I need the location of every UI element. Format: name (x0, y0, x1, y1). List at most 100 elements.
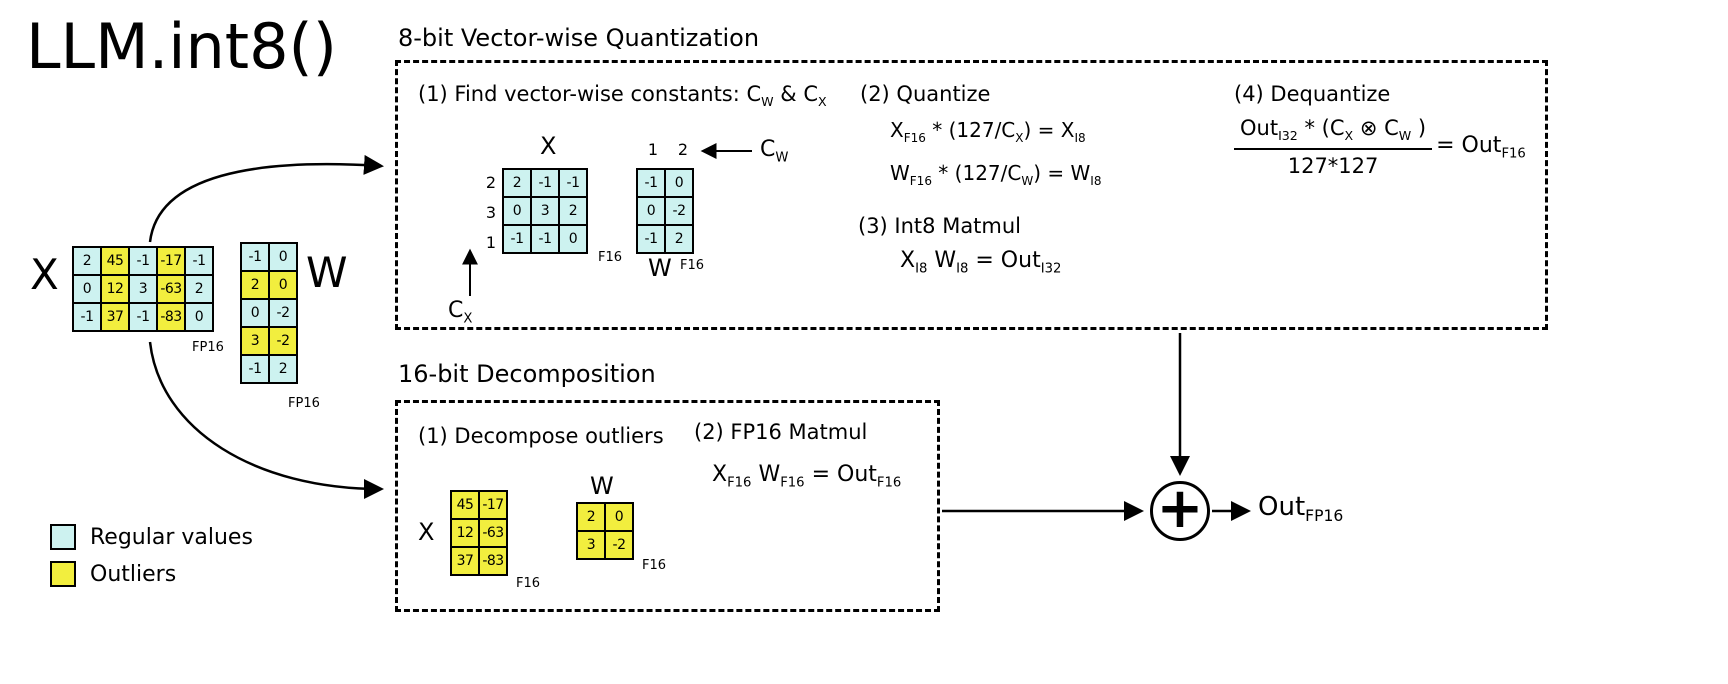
outlier-cell: 37 (452, 548, 480, 576)
quantize-w-formula: WF16 * (127/CW) = WI8 (890, 161, 1102, 188)
regular-cell: 0 (270, 244, 298, 272)
outlier-cell: -83 (480, 548, 508, 576)
regular-cell: 2 (666, 226, 694, 254)
regular-cell: -1 (130, 248, 158, 276)
regular-cell: 2 (504, 170, 532, 198)
outlier-cell: 45 (452, 492, 480, 520)
regular-cell: -1 (638, 170, 666, 198)
int8-matmul-formula: XI8 WI8 = OutI32 (900, 248, 1062, 277)
regular-cell: 2 (560, 198, 588, 226)
regular-cell: -1 (532, 170, 560, 198)
legend-outlier-label: Outliers (90, 561, 177, 587)
row-label: 2 (485, 173, 496, 192)
outlier-cell: 3 (578, 532, 606, 560)
decomp-x-precision: F16 (516, 576, 541, 591)
decomp-box-title: 16-bit Decomposition (398, 360, 656, 388)
outlier-cell: 2 (242, 272, 270, 300)
row-label: 3 (485, 203, 496, 222)
input-w-label: W (306, 248, 348, 297)
regular-cell: -1 (242, 244, 270, 272)
quant-step3-heading: (3) Int8 Matmul (858, 214, 1022, 238)
quant-w-label: W (648, 254, 672, 282)
outlier-cell: 12 (452, 520, 480, 548)
matrix-row: 12-63 (452, 520, 508, 548)
outlier-cell: -2 (270, 328, 298, 356)
plus-combine-node: + (1150, 481, 1210, 541)
outlier-cell: 45 (102, 248, 130, 276)
regular-cell: 2 (74, 248, 102, 276)
outlier-cell: 2 (578, 504, 606, 532)
input-x-precision: FP16 (192, 340, 224, 355)
matrix-row: 0-2 (638, 198, 694, 226)
arrow-input-to-quantization (148, 154, 384, 243)
outlier-cell: 0 (606, 504, 634, 532)
quant-box (395, 60, 1548, 330)
decomp-w-label: W (590, 472, 614, 500)
regular-cell: 0 (504, 198, 532, 226)
regular-values-swatch (50, 524, 76, 550)
regular-cell: 0 (638, 198, 666, 226)
dequantize-formula: OutI32 * (CX ⊗ CW ) 127*127 = OutF16 (1234, 116, 1526, 178)
regular-cell: -1 (638, 226, 666, 254)
outlier-cell: -17 (480, 492, 508, 520)
outlier-cell: 3 (242, 328, 270, 356)
decomp-box (395, 400, 940, 612)
matrix-row: 37-83 (452, 548, 508, 576)
legend: Regular values Outliers (50, 524, 253, 598)
matrix-row: 3-2 (242, 328, 298, 356)
matrix-row: 2-1-1 (504, 170, 588, 198)
regular-cell: -2 (666, 198, 694, 226)
regular-cell: 0 (666, 170, 694, 198)
quant-step1-heading: (1) Find vector-wise constants: CW & CX (418, 82, 827, 110)
cw-label: CW (760, 137, 789, 166)
regular-cell: 0 (242, 300, 270, 328)
regular-cell: -1 (186, 248, 214, 276)
regular-cell: -1 (74, 304, 102, 332)
regular-cell: -2 (270, 300, 298, 328)
outlier-cell: -2 (606, 532, 634, 560)
outlier-cell: 37 (102, 304, 130, 332)
diagram-title: LLM.int8() (26, 10, 337, 83)
quant-step4-heading: (4) Dequantize (1234, 82, 1391, 106)
regular-cell: 3 (532, 198, 560, 226)
outlier-cell: -63 (480, 520, 508, 548)
fp16-matmul-formula: XF16 WF16 = OutF16 (712, 462, 902, 491)
output-label: OutFP16 (1258, 492, 1344, 526)
matrix-row: 3-2 (578, 532, 634, 560)
row-label: 1 (485, 233, 496, 252)
outlier-cell: 0 (270, 272, 298, 300)
regular-cell: 0 (186, 304, 214, 332)
regular-cell: 2 (270, 356, 298, 384)
input-x-label: X (30, 250, 59, 299)
regular-cell: -1 (532, 226, 560, 254)
dequantize-numerator: OutI32 * (CX ⊗ CW ) (1234, 116, 1433, 151)
quantize-x-formula: XF16 * (127/CX) = XI8 (890, 118, 1086, 145)
outliers-swatch (50, 561, 76, 587)
quant-x-precision: F16 (598, 250, 623, 265)
matrix-row: 45-17 (452, 492, 508, 520)
decomp-x-label: X (418, 518, 435, 546)
dequantize-result: = OutF16 (1436, 132, 1526, 162)
quant-box-title: 8-bit Vector-wise Quantization (398, 24, 760, 52)
quant-x-row-labels: 2 3 1 (478, 168, 496, 258)
decomp-step1-heading: (1) Decompose outliers (418, 424, 664, 448)
outlier-cell: -63 (158, 276, 186, 304)
decomp-w-precision: F16 (642, 558, 667, 573)
matrix-row: 0-2 (242, 300, 298, 328)
